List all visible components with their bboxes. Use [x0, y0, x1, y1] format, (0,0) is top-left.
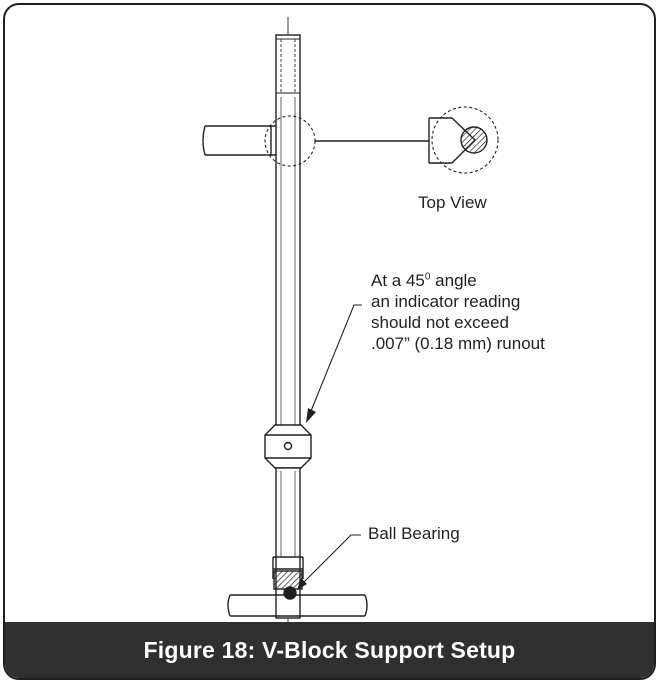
base-plate — [227, 594, 368, 617]
coupling-collar — [264, 424, 312, 469]
ball-bearing-leader — [300, 534, 361, 586]
horizontal-arm — [202, 125, 276, 156]
figure-frame: Top View At a 450 angle an indicator rea… — [3, 3, 656, 680]
v-block-setup-drawing — [202, 17, 499, 625]
top-view-detail — [428, 106, 499, 174]
figure-caption: Figure 18: V-Block Support Setup — [143, 636, 516, 663]
angle-note-arrowhead — [306, 408, 316, 423]
angle-note-leader — [310, 304, 362, 412]
ball-bearing-label: Ball Bearing — [368, 524, 460, 543]
ball-bearing-arrowhead — [297, 578, 307, 590]
top-view-label: Top View — [418, 193, 487, 212]
angle-note-line-3: should not exceed — [371, 313, 509, 332]
angle-note: At a 450 angle an indicator reading shou… — [371, 270, 545, 354]
upper-rod — [275, 34, 301, 436]
ball-bearing — [283, 586, 297, 600]
angle-note-line-4: .007” (0.18 mm) runout — [371, 334, 545, 353]
caption-bar: Figure 18: V-Block Support Setup — [5, 622, 654, 678]
angle-note-line-2: an indicator reading — [371, 292, 521, 311]
angle-note-line-1: At a 450 angle — [371, 271, 477, 290]
